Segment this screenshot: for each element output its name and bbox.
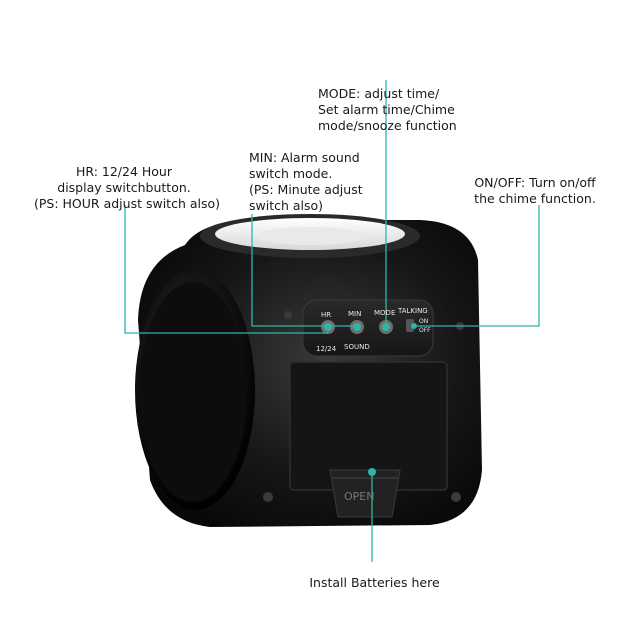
device-label-hr: HR xyxy=(321,311,331,319)
annotation-dots xyxy=(324,323,417,476)
control-panel xyxy=(302,299,434,357)
device-label-off: OFF xyxy=(419,327,431,334)
onoff-annotation: ON/OFF: Turn on/off the chime function. xyxy=(474,175,596,206)
device-label-on: ON xyxy=(419,318,428,325)
annotation-lines xyxy=(124,80,540,562)
battery-latch xyxy=(329,469,401,518)
on-off-switch xyxy=(406,319,414,332)
mode-annotation: MODE: adjust time/ Set alarm time/Chime … xyxy=(318,86,457,133)
device-label-open: OPEN xyxy=(344,490,374,503)
min-annotation: MIN: Alarm sound switch mode. (PS: Minut… xyxy=(249,150,363,213)
device-label-mode: MODE xyxy=(374,309,395,317)
battery-annotation: Install Batteries here xyxy=(309,575,440,590)
device-label-sound: SOUND xyxy=(344,343,370,351)
device-label-min: MIN xyxy=(348,310,361,318)
device-label-talking: TALKING xyxy=(397,307,428,315)
device-label-hr-sub: 12/24 xyxy=(316,345,337,353)
hr-annotation: HR: 12/24 Hour display switchbutton. (PS… xyxy=(34,164,221,211)
